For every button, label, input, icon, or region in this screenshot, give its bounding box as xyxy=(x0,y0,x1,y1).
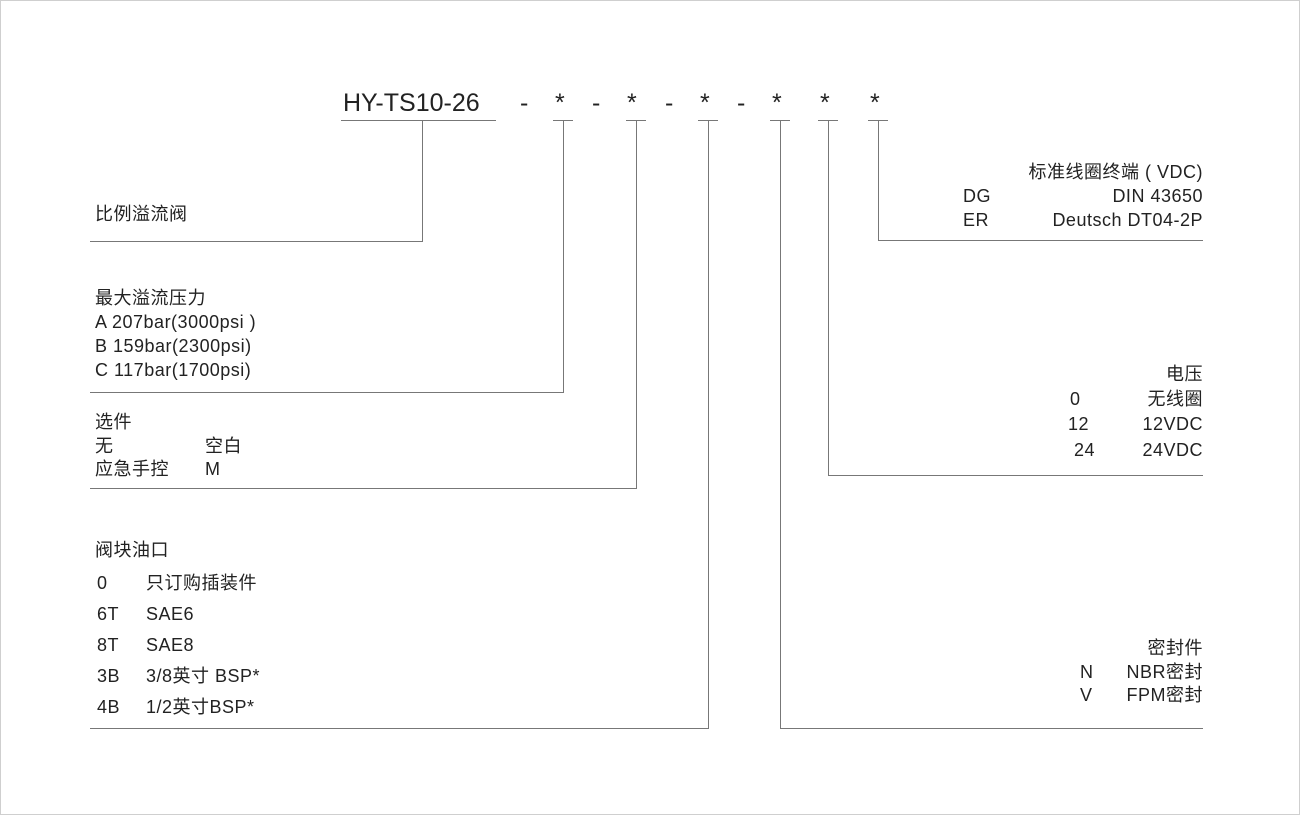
placeholder-5: * xyxy=(820,89,830,117)
leader-line xyxy=(90,728,709,729)
port-code: 0 xyxy=(97,573,108,593)
voltage-title: 电压 xyxy=(1166,364,1203,384)
coil-terminal-title: 标准线圈终端 ( VDC) xyxy=(1028,162,1203,182)
leader-line xyxy=(708,120,709,728)
seal-code: V xyxy=(1080,685,1093,705)
voltage-value: 24VDC xyxy=(1142,440,1203,460)
seal-code: N xyxy=(1080,662,1094,682)
leader-line xyxy=(878,240,1203,241)
voltage-code: 24 xyxy=(1074,440,1096,460)
leader-line xyxy=(636,120,637,488)
port-value: 3/8英寸 BSP* xyxy=(146,666,261,686)
option-value: M xyxy=(205,459,221,479)
separator: - xyxy=(665,89,674,117)
leader-line xyxy=(780,728,1203,729)
option-code: 无 xyxy=(95,436,114,456)
placeholder-2: * xyxy=(627,89,637,117)
leader-line xyxy=(90,488,637,489)
placeholder-6: * xyxy=(870,89,880,117)
seal-value: NBR密封 xyxy=(1126,662,1203,682)
leader-line xyxy=(90,241,423,242)
coil-code: ER xyxy=(963,210,990,230)
max-pressure-item: B 159bar(2300psi) xyxy=(95,336,252,356)
port-code: 4B xyxy=(97,697,121,717)
underline xyxy=(341,120,496,121)
leader-line xyxy=(90,392,564,393)
placeholder-1: * xyxy=(555,89,565,117)
leader-line xyxy=(563,120,564,392)
max-pressure-item: A 207bar(3000psi ) xyxy=(95,312,257,332)
voltage-value: 无线圈 xyxy=(1147,389,1203,409)
voltage-value: 12VDC xyxy=(1142,414,1203,434)
port-value: SAE6 xyxy=(146,604,195,624)
leader-line xyxy=(828,120,829,475)
voltage-code: 12 xyxy=(1068,414,1090,434)
port-value: 只订购插装件 xyxy=(146,573,257,593)
valve-type-title: 比例溢流阀 xyxy=(95,204,188,224)
port-value: SAE8 xyxy=(146,635,195,655)
placeholder-3: * xyxy=(700,89,710,117)
options-title: 选件 xyxy=(95,412,132,432)
coil-value: Deutsch DT04-2P xyxy=(1052,210,1203,230)
max-pressure-title: 最大溢流压力 xyxy=(95,288,206,308)
separator: - xyxy=(592,89,601,117)
model-base: HY-TS10-26 xyxy=(343,89,480,117)
max-pressure-item: C 117bar(1700psi) xyxy=(95,360,252,380)
voltage-code: 0 xyxy=(1070,389,1081,409)
ports-title: 阀块油口 xyxy=(95,540,169,560)
leader-line xyxy=(780,120,781,728)
leader-line xyxy=(422,120,423,241)
option-value: 空白 xyxy=(205,436,242,456)
leader-line xyxy=(878,120,879,240)
separator: - xyxy=(737,89,746,117)
seal-value: FPM密封 xyxy=(1126,685,1203,705)
placeholder-4: * xyxy=(772,89,782,117)
separator: - xyxy=(520,89,529,117)
port-value: 1/2英寸BSP* xyxy=(146,697,255,717)
seals-title: 密封件 xyxy=(1147,638,1203,658)
port-code: 8T xyxy=(97,635,120,655)
coil-value: DIN 43650 xyxy=(1112,186,1203,206)
port-code: 3B xyxy=(97,666,121,686)
coil-code: DG xyxy=(963,186,991,206)
option-code: 应急手控 xyxy=(95,459,169,479)
leader-line xyxy=(828,475,1203,476)
port-code: 6T xyxy=(97,604,120,624)
